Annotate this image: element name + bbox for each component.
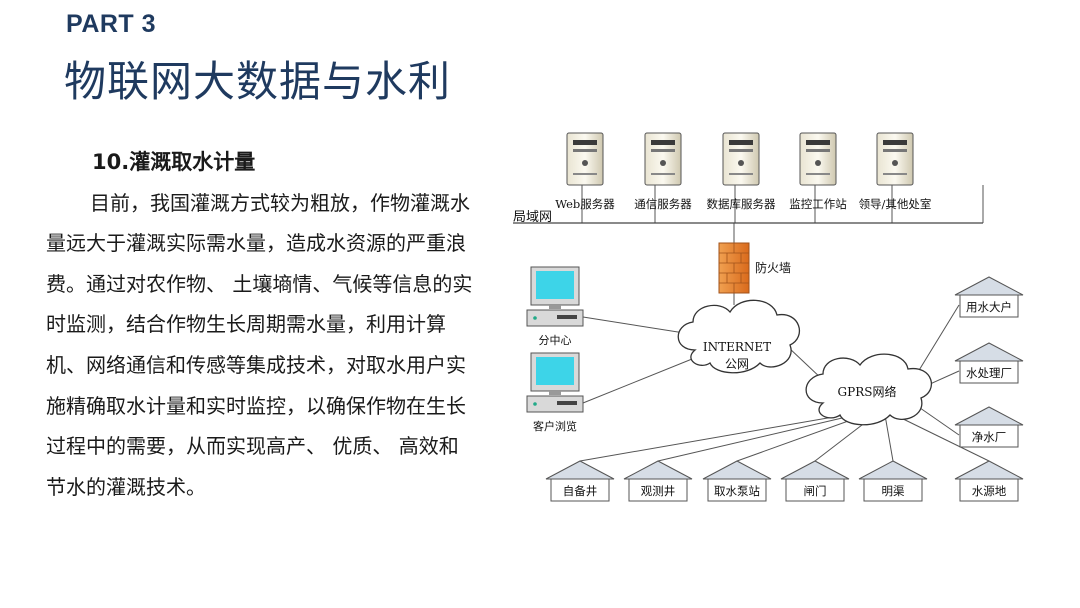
- part-label: PART 3: [66, 10, 157, 38]
- site-label: 水处理厂: [966, 366, 1012, 380]
- site: 观测井: [623, 460, 693, 502]
- site: 明渠: [858, 460, 928, 502]
- house-icon: [545, 460, 615, 480]
- gprs-cloud: GPRS网络: [805, 353, 932, 426]
- site: 水处理厂: [954, 342, 1024, 384]
- house-icon: [858, 460, 928, 480]
- site-label: 闸门: [804, 484, 827, 498]
- house-icon: [954, 276, 1024, 296]
- server-label: Web服务器: [555, 197, 615, 211]
- site: 水源地: [954, 460, 1024, 502]
- house-icon: [954, 460, 1024, 480]
- connection-line: [894, 414, 990, 462]
- connection-line: [787, 346, 824, 381]
- connection-line: [582, 356, 698, 404]
- connection-line: [736, 414, 866, 462]
- site-label: 明渠: [882, 484, 905, 498]
- site-label: 观测井: [641, 484, 676, 498]
- connection-line: [582, 316, 698, 336]
- gprs-label: GPRS网络: [838, 384, 897, 399]
- house-icon: [954, 342, 1024, 362]
- computer-label: 分中心: [539, 334, 572, 347]
- computer: 客户浏览: [526, 352, 584, 433]
- site-label: 取水泵站: [714, 484, 760, 498]
- site: 闸门: [780, 460, 850, 502]
- article-paragraph: 目前，我国灌溉方式较为粗放，作物灌溉水量远大于灌溉实际需水量，造成水资源的严重浪…: [46, 190, 473, 499]
- firewall: 防火墙: [718, 242, 791, 294]
- site-label: 水源地: [972, 484, 1007, 498]
- server-icon: [876, 132, 914, 186]
- server-label: 通信服务器: [634, 197, 692, 211]
- connection-line: [657, 414, 856, 462]
- site-label: 自备井: [563, 484, 598, 498]
- computer: 分中心: [526, 266, 584, 347]
- house-icon: [623, 460, 693, 480]
- server-icon: [722, 132, 760, 186]
- server-label: 数据库服务器: [707, 197, 776, 211]
- house-icon: [702, 460, 772, 480]
- cloud-icon: [805, 353, 932, 426]
- firewall-label: 防火墙: [755, 260, 791, 275]
- cloud-icon: [677, 299, 800, 374]
- site-label: 净水厂: [972, 430, 1007, 444]
- network-diagram: 局域网 Web服务器 通信服务器 数据库服务器监控工作站领导/其他处室 防火墙 IN…: [513, 132, 1024, 502]
- lan-label: 局域网: [513, 210, 552, 225]
- site: 自备井: [545, 460, 615, 502]
- internet-cloud: INTERNET 公网: [677, 299, 800, 374]
- site: 用水大户: [954, 276, 1024, 318]
- site-label: 用水大户: [966, 300, 1012, 314]
- site: 净水厂: [954, 406, 1024, 448]
- server: 监控工作站: [789, 132, 847, 211]
- server: 领导/其他处室: [859, 132, 932, 211]
- connection-line: [884, 414, 894, 462]
- internet-label: INTERNET: [703, 340, 771, 354]
- server-icon: [799, 132, 837, 186]
- article: 10.灌溉取水计量 目前，我国灌溉方式较为粗放，作物灌溉水量远大于灌溉实际需水量…: [46, 142, 478, 507]
- servers: Web服务器 通信服务器 数据库服务器监控工作站领导/其他处室: [555, 132, 932, 211]
- page-title: 物联网大数据与水利: [64, 57, 452, 106]
- computer-label: 客户浏览: [533, 419, 577, 433]
- server-icon: [566, 132, 604, 186]
- site: 取水泵站: [702, 460, 772, 502]
- connection-line: [579, 414, 846, 462]
- server: 数据库服务器: [707, 132, 776, 211]
- server-icon: [644, 132, 682, 186]
- house-icon: [780, 460, 850, 480]
- server-label: 领导/其他处室: [859, 197, 932, 211]
- server: Web服务器: [555, 132, 615, 211]
- server-label: 监控工作站: [789, 197, 847, 211]
- server: 通信服务器: [634, 132, 692, 211]
- internet-sublabel: 公网: [725, 357, 749, 371]
- house-icon: [954, 406, 1024, 426]
- article-heading: 10.灌溉取水计量: [92, 150, 256, 174]
